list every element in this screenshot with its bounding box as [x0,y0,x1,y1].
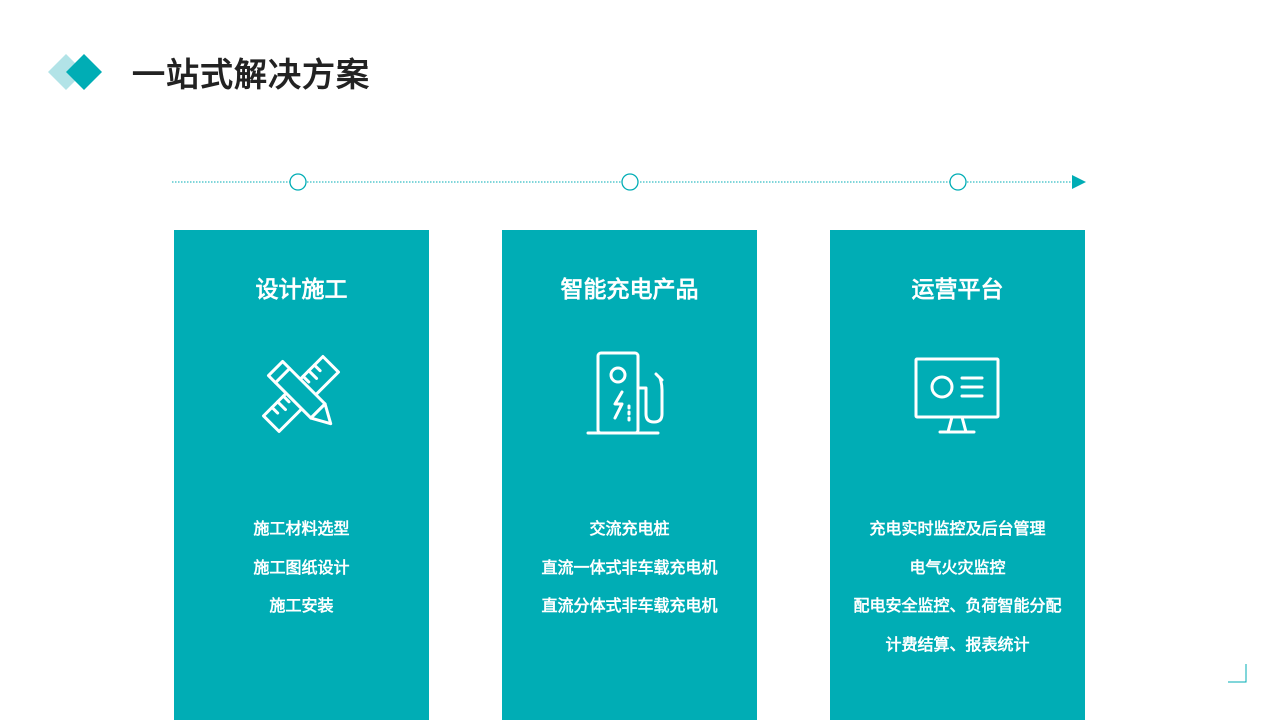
timeline-node-1 [289,173,307,191]
card-title: 设计施工 [255,277,348,303]
list-item: 直流分体式非车载充电机 [541,596,718,615]
list-item: 配电安全监控、负荷智能分配 [853,596,1062,615]
page-title: 一站式解决方案 [132,55,370,94]
corner-bracket-icon [1228,664,1247,683]
list-item: 交流充电桩 [589,519,670,538]
list-item: 充电实时监控及后台管理 [869,519,1046,538]
card-smart-charging-products [502,230,757,720]
monitor-icon [914,357,1000,434]
card-design-construction [174,230,429,720]
list-item: 施工图纸设计 [253,557,350,577]
timeline-node-2 [621,173,639,191]
ruler-pencil-icon [262,355,340,433]
card-item-list: 充电实时监控及后台管理 电气火灾监控 配电安全监控、负荷智能分配 计费结算、报表… [830,510,1085,664]
card-title: 运营平台 [911,277,1004,303]
card-item-list: 施工材料选型 施工图纸设计 施工安装 [174,510,429,626]
list-item: 施工材料选型 [253,519,350,538]
arrow-right-icon [1072,175,1086,189]
card-item-list: 交流充电桩 直流一体式非车载充电机 直流分体式非车载充电机 [502,510,757,626]
timeline [172,173,1086,191]
diamond-logo-icon [48,54,102,90]
card-title: 智能充电产品 [560,277,699,303]
timeline-node-3 [949,173,967,191]
list-item: 计费结算、报表统计 [885,634,1030,654]
charging-station-icon [586,351,664,435]
card-operations-platform [830,230,1085,720]
list-item: 施工安装 [269,596,334,615]
list-item: 直流一体式非车载充电机 [541,557,718,577]
list-item: 电气火灾监控 [909,557,1006,577]
